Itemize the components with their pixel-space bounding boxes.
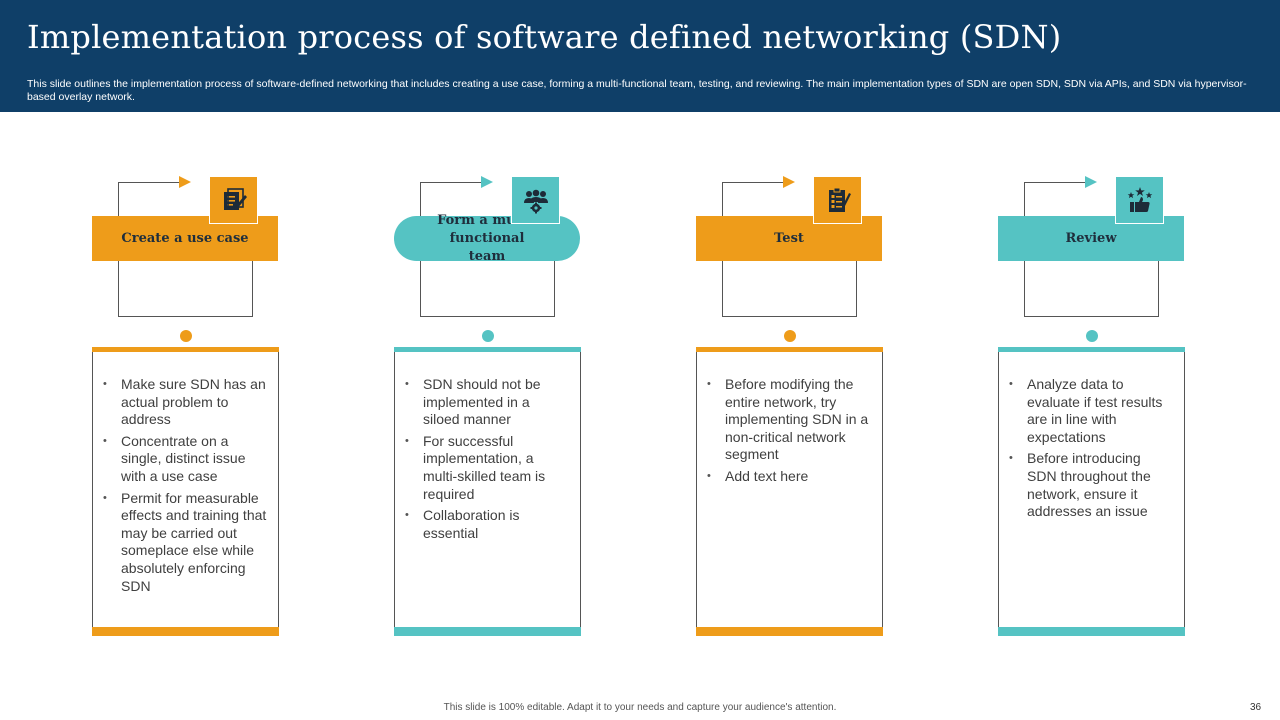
list-item: Make sure SDN has an actual problem to a…: [103, 376, 268, 429]
list-item: For successful implementation, a multi-s…: [405, 433, 570, 503]
card-body: Make sure SDN has an actual problem to a…: [92, 352, 279, 627]
step-card: Analyze data to evaluate if test results…: [998, 347, 1185, 636]
slide-subtitle: This slide outlines the implementation p…: [27, 78, 1247, 103]
edit-document-icon: [209, 176, 258, 224]
card-top-bar: [998, 347, 1185, 352]
bullet-list: Analyze data to evaluate if test results…: [999, 352, 1184, 521]
footer-note: This slide is 100% editable. Adapt it to…: [443, 702, 837, 713]
timeline-dot: [482, 330, 494, 342]
card-bottom-bar: [998, 627, 1185, 636]
step-label: Review: [998, 216, 1184, 261]
thumbs-up-stars-icon: [1115, 176, 1164, 224]
page-number: 36: [1250, 702, 1262, 713]
timeline-dot: [784, 330, 796, 342]
step-card: Before modifying the entire network, try…: [696, 347, 883, 636]
card-body: Before modifying the entire network, try…: [696, 352, 883, 627]
arrow-head: [783, 176, 795, 188]
slide-title: Implementation process of software defin…: [27, 18, 1062, 56]
connector-line: [420, 182, 482, 183]
bullet-list: Make sure SDN has an actual problem to a…: [93, 352, 278, 595]
step-card: SDN should not be implemented in a siloe…: [394, 347, 581, 636]
step-label: Form a multi-functional team: [394, 213, 580, 264]
list-item: SDN should not be implemented in a siloe…: [405, 376, 570, 429]
connector-line: [118, 182, 180, 183]
arrow-head: [481, 176, 493, 188]
card-bottom-bar: [394, 627, 581, 636]
list-item: Before introducing SDN throughout the ne…: [1009, 450, 1174, 520]
arrow-head: [1085, 176, 1097, 188]
card-bottom-bar: [92, 627, 279, 636]
card-top-bar: [394, 347, 581, 352]
card-bottom-bar: [696, 627, 883, 636]
card-top-bar: [696, 347, 883, 352]
list-item: Permit for measurable effects and traini…: [103, 490, 268, 596]
checklist-clipboard-icon: [813, 176, 862, 224]
step-card: Make sure SDN has an actual problem to a…: [92, 347, 279, 636]
card-body: Analyze data to evaluate if test results…: [998, 352, 1185, 627]
team-gear-icon: [511, 176, 560, 224]
arrow-head: [179, 176, 191, 188]
list-item: Analyze data to evaluate if test results…: [1009, 376, 1174, 446]
connector-line: [1024, 182, 1086, 183]
list-item: Add text here: [707, 468, 872, 486]
list-item: Concentrate on a single, distinct issue …: [103, 433, 268, 486]
list-item: Collaboration is essential: [405, 507, 570, 542]
timeline-dot: [180, 330, 192, 342]
bullet-list: Before modifying the entire network, try…: [697, 352, 882, 486]
timeline-dot: [1086, 330, 1098, 342]
slide-header: Implementation process of software defin…: [0, 0, 1280, 112]
card-body: SDN should not be implemented in a siloe…: [394, 352, 581, 627]
bullet-list: SDN should not be implemented in a siloe…: [395, 352, 580, 542]
list-item: Before modifying the entire network, try…: [707, 376, 872, 464]
card-top-bar: [92, 347, 279, 352]
connector-line: [722, 182, 784, 183]
